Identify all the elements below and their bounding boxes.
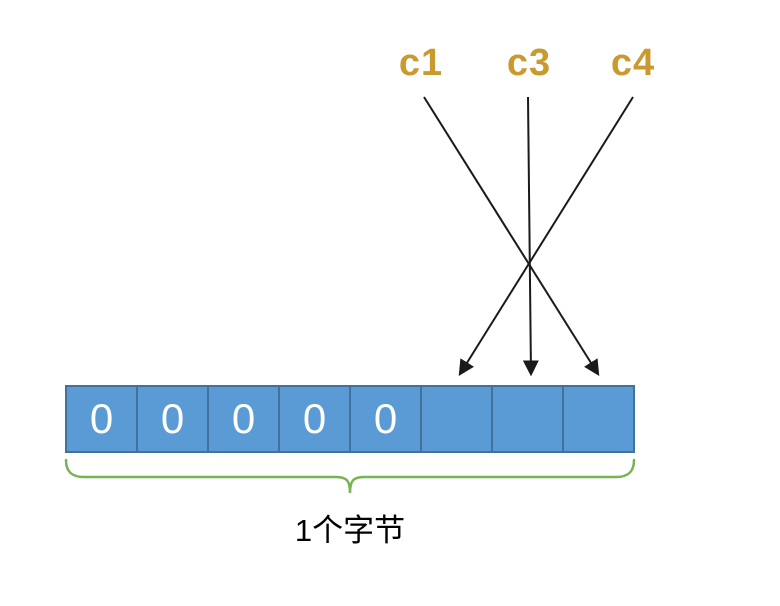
byte-row: 0 0 0 0 0	[65, 385, 635, 453]
arrow-c1-to-cell8	[423, 96, 600, 377]
bit-cell-4: 0	[280, 387, 351, 451]
label-c1: c1	[398, 42, 444, 84]
label-c4: c4	[610, 42, 656, 84]
bit-cell-7	[493, 387, 564, 451]
bit-cell-1: 0	[67, 387, 138, 451]
bit-cell-3: 0	[209, 387, 280, 451]
bit-value-3: 0	[231, 395, 256, 442]
byte-brace	[64, 458, 636, 494]
bit-value-1: 0	[89, 395, 114, 442]
bit-value-4: 0	[302, 395, 327, 442]
arrow-c4-to-cell6	[458, 96, 634, 377]
bit-value-2: 0	[160, 395, 185, 442]
bit-cell-2: 0	[138, 387, 209, 451]
bit-cell-6	[422, 387, 493, 451]
bit-value-5: 0	[373, 395, 398, 442]
bit-cell-8	[564, 387, 633, 451]
byte-caption: 1个字节	[294, 513, 406, 548]
bit-cell-5: 0	[351, 387, 422, 451]
arrow-c3-to-cell7	[522, 96, 539, 377]
label-c3: c3	[506, 42, 552, 84]
